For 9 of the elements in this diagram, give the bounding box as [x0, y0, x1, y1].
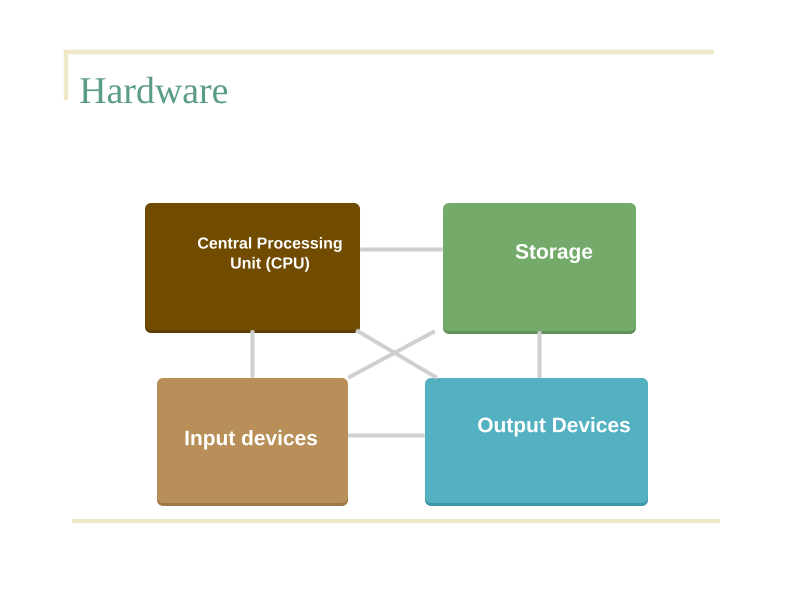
- component-box: Output Devices: [425, 378, 648, 506]
- connector-line: [348, 433, 425, 438]
- connector-line: [538, 331, 542, 378]
- component-box: Storage: [443, 202, 636, 334]
- component-box: Input devices: [157, 378, 348, 506]
- connector-line: [360, 247, 443, 252]
- slide-title: Hardware: [80, 76, 228, 104]
- component-box: Central Processing Unit (CPU): [145, 202, 360, 333]
- connector-line: [250, 330, 254, 378]
